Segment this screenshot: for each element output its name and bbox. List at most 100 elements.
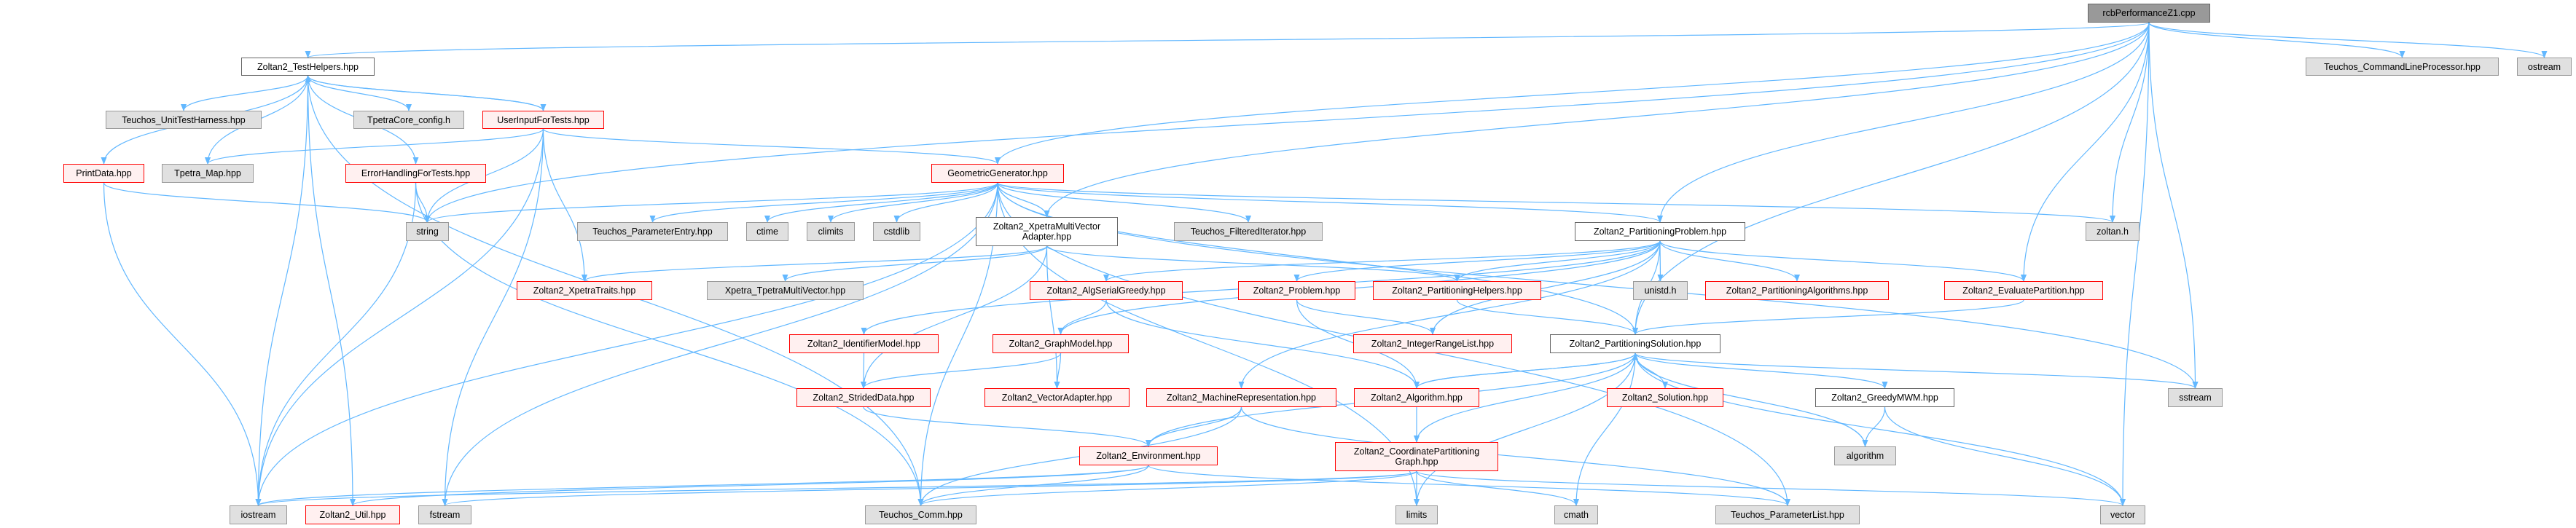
edge-environment-to-iostream [255, 465, 1149, 506]
node-intrange[interactable]: Zoltan2_IntegerRangeList.hpp [1353, 334, 1512, 353]
node-userinput[interactable]: UserInputForTests.hpp [482, 111, 604, 129]
node-fstream[interactable]: fstream [418, 505, 471, 524]
node-limits[interactable]: limits [1395, 505, 1438, 524]
edge-partproblem-to-algserial [1103, 240, 1661, 282]
node-problem[interactable]: Zoltan2_Problem.hpp [1238, 281, 1355, 300]
edge-geogen-to-string [424, 182, 998, 223]
node-errorhandling[interactable]: ErrorHandlingForTests.hpp [345, 164, 486, 183]
node-vector[interactable]: vector [2100, 505, 2145, 524]
node-testhelpers[interactable]: Zoltan2_TestHelpers.hpp [241, 58, 375, 76]
node-comm[interactable]: Teuchos_Comm.hpp [865, 505, 976, 524]
edge-geogen-to-partsol [997, 182, 1638, 335]
node-cmath[interactable]: cmath [1554, 505, 1598, 524]
node-string[interactable]: string [406, 222, 449, 241]
node-iostream[interactable]: iostream [230, 505, 287, 524]
edge-algorithm_h-to-partsol [1416, 352, 1638, 389]
edge-geogen-to-xmvadapter [997, 182, 1050, 218]
node-strided[interactable]: Zoltan2_StridedData.hpp [796, 388, 931, 407]
node-greedymwm[interactable]: Zoltan2_GreedyMWM.hpp [1815, 388, 1954, 407]
node-paramlist[interactable]: Teuchos_ParameterList.hpp [1715, 505, 1860, 524]
edge-partproblem-to-graphmodel [1057, 240, 1661, 335]
node-rcb[interactable]: rcbPerformanceZ1.cpp [2088, 4, 2210, 23]
edge-coordgraph-to-iostream [256, 470, 1417, 506]
node-partalgs[interactable]: Zoltan2_PartitioningAlgorithms.hpp [1705, 281, 1889, 300]
edge-rcb-to-testhelpers [305, 22, 2150, 58]
node-parthelpers[interactable]: Zoltan2_PartitioningHelpers.hpp [1373, 281, 1541, 300]
node-unittest[interactable]: Teuchos_UnitTestHarness.hpp [106, 111, 262, 129]
edge-rcb-to-sstream [2148, 22, 2199, 389]
node-xpetratraits[interactable]: Zoltan2_XpetraTraits.hpp [517, 281, 652, 300]
edge-xmvadapter-to-xpetratraits [582, 245, 1048, 282]
edge-rcb-to-zoltanh [2110, 22, 2150, 223]
edge-partsol-to-vector [1635, 352, 2126, 506]
node-tpetramap[interactable]: Tpetra_Map.hpp [162, 164, 254, 183]
edge-greedymwm-to-algorithm [1862, 406, 1886, 447]
node-ctime[interactable]: ctime [746, 222, 788, 241]
node-algorithm-h[interactable]: Zoltan2_Algorithm.hpp [1354, 388, 1479, 407]
node-environment[interactable]: Zoltan2_Environment.hpp [1079, 446, 1218, 465]
node-algorithm[interactable]: algorithm [1834, 446, 1896, 465]
edge-rcb-to-xmvadapter [1044, 22, 2150, 218]
edge-xmvadapter-to-strided [861, 245, 1048, 389]
edge-partsol-to-sstream [1635, 352, 2199, 389]
edge-testhelpers-to-util [307, 75, 356, 506]
edge-userinput-to-tpetramap [205, 128, 544, 165]
edge-rcb-to-ostream [2148, 22, 2548, 58]
edge-greedymwm-to-vector [1884, 406, 2126, 506]
node-tpetracore[interactable]: TpetraCore_config.h [353, 111, 464, 129]
edge-geogen-to-zoltanh [997, 182, 2115, 223]
edge-graphmodel-to-vecadapter [1054, 352, 1062, 389]
edge-geogen-to-iostream [255, 182, 998, 506]
node-climits[interactable]: climits [807, 222, 855, 241]
edge-machrep-to-paramlist [1240, 406, 1790, 506]
edge-geogen-to-cstdlib [893, 182, 998, 223]
node-partsol[interactable]: Zoltan2_PartitioningSolution.hpp [1550, 334, 1720, 353]
node-graphmodel[interactable]: Zoltan2_GraphModel.hpp [993, 334, 1129, 353]
edge-rcb-to-partproblem [1657, 22, 2150, 223]
edge-coordgraph-to-fstream [442, 470, 1417, 506]
node-cmdline[interactable]: Teuchos_CommandLineProcessor.hpp [2306, 58, 2499, 76]
node-coordgraph[interactable]: Zoltan2_CoordinatePartitioning Graph.hpp [1335, 442, 1498, 471]
node-algserial[interactable]: Zoltan2_AlgSerialGreedy.hpp [1030, 281, 1183, 300]
node-vecadapter[interactable]: Zoltan2_VectorAdapter.hpp [984, 388, 1130, 407]
node-geogen[interactable]: GeometricGenerator.hpp [931, 164, 1064, 183]
edge-errorhandling-to-comm [415, 182, 924, 506]
edge-rcb-to-cmdline [2148, 22, 2405, 58]
node-zoltanh[interactable]: zoltan.h [2086, 222, 2140, 241]
edge-partproblem-to-intrange [1430, 240, 1661, 335]
edge-errorhandling-to-iostream [255, 182, 417, 506]
edge-userinput-to-iostream [255, 128, 544, 506]
node-idmodel[interactable]: Zoltan2_IdentifierModel.hpp [789, 334, 939, 353]
node-xmvadapter[interactable]: Zoltan2_XpetraMultiVector Adapter.hpp [976, 217, 1118, 246]
node-xtmv[interactable]: Xpetra_TpetraMultiVector.hpp [707, 281, 864, 300]
node-machrep[interactable]: Zoltan2_MachineRepresentation.hpp [1146, 388, 1336, 407]
edge-machrep-to-environment [1146, 406, 1242, 447]
edge-coordgraph-to-comm [917, 470, 1417, 506]
edge-partproblem-to-partalgs [1659, 240, 1800, 282]
edge-graphmodel-to-strided [861, 352, 1062, 389]
edge-userinput-to-testhelpers [305, 75, 544, 111]
node-ostream[interactable]: ostream [2517, 58, 2572, 76]
edge-partproblem-to-machrep [1238, 240, 1661, 389]
node-partproblem[interactable]: Zoltan2_PartitioningProblem.hpp [1575, 222, 1745, 241]
edge-evalpart-to-partsol [1632, 299, 2024, 335]
node-evalpart[interactable]: Zoltan2_EvaluatePartition.hpp [1944, 281, 2103, 300]
edge-userinput-to-geogen [542, 128, 1001, 165]
node-cstdlib[interactable]: cstdlib [873, 222, 920, 241]
edge-xmvadapter-to-parthelpers [1046, 245, 1460, 282]
edge-algserial-to-graphmodel [1057, 299, 1107, 335]
node-filtered[interactable]: Teuchos_FilteredIterator.hpp [1174, 222, 1323, 241]
node-unistd[interactable]: unistd.h [1633, 281, 1688, 300]
node-sstream[interactable]: sstream [2168, 388, 2223, 407]
node-printdata[interactable]: PrintData.hpp [63, 164, 144, 183]
edge-partproblem-to-parthelpers [1454, 240, 1661, 282]
edge-coordgraph-to-vector [1416, 470, 2126, 506]
edge-geogen-to-filtered [997, 182, 1251, 223]
node-paramentry[interactable]: Teuchos_ParameterEntry.hpp [577, 222, 728, 241]
edge-coordgraph-to-cmath [1416, 470, 1579, 506]
node-util[interactable]: Zoltan2_Util.hpp [305, 505, 400, 524]
edge-testhelpers-to-tpetracore [307, 75, 412, 111]
edge-printdata-to-iostream [103, 182, 262, 506]
node-solution[interactable]: Zoltan2_Solution.hpp [1607, 388, 1723, 407]
